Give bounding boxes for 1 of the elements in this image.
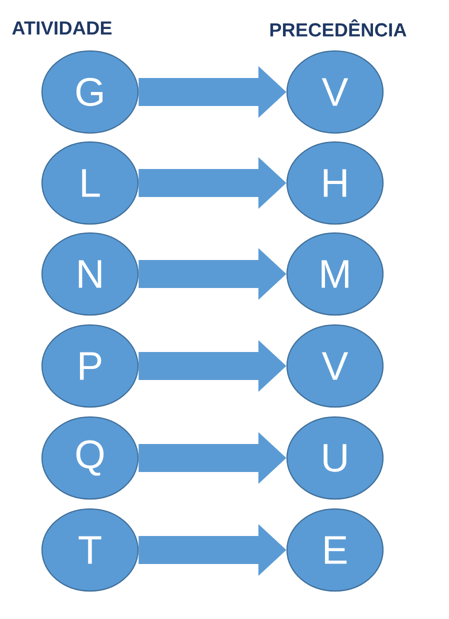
- column-heading: ATIVIDADE: [12, 22, 112, 34]
